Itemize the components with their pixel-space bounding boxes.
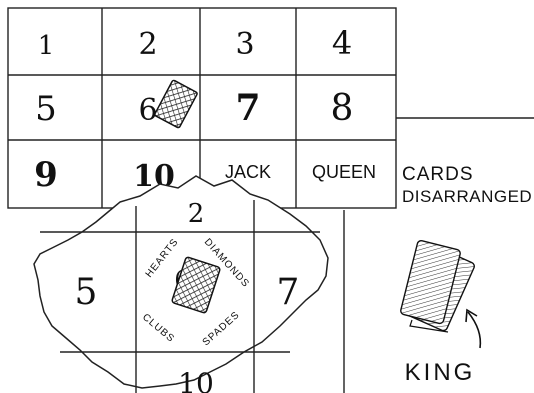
playing-card-back-icon bbox=[154, 80, 198, 128]
inset-cell-10: 10 bbox=[178, 367, 214, 393]
cell-3: 3 bbox=[235, 27, 254, 62]
inset-cell-7: 7 bbox=[277, 272, 300, 313]
cell-2: 2 bbox=[138, 27, 157, 62]
cell-4: 4 bbox=[332, 24, 352, 62]
caption-king: KING bbox=[405, 359, 476, 386]
caption-disarranged: DISARRANGED bbox=[402, 187, 532, 206]
inset-cell-2: 2 bbox=[188, 199, 205, 229]
cell-8: 8 bbox=[331, 88, 354, 129]
cell-5: 5 bbox=[35, 89, 57, 129]
cell-6: 6 bbox=[138, 93, 157, 128]
cell-9: 9 bbox=[34, 155, 58, 195]
cell-jack: JACK bbox=[225, 162, 271, 182]
cell-queen: QUEEN bbox=[312, 162, 376, 182]
cell-7: 7 bbox=[235, 87, 260, 129]
caption-cards: CARDS bbox=[402, 164, 474, 185]
cell-1: 1 bbox=[38, 31, 55, 61]
curved-arrow-icon bbox=[466, 310, 480, 348]
inset-cell-5: 5 bbox=[75, 272, 98, 313]
card-stack-icon bbox=[400, 240, 476, 332]
